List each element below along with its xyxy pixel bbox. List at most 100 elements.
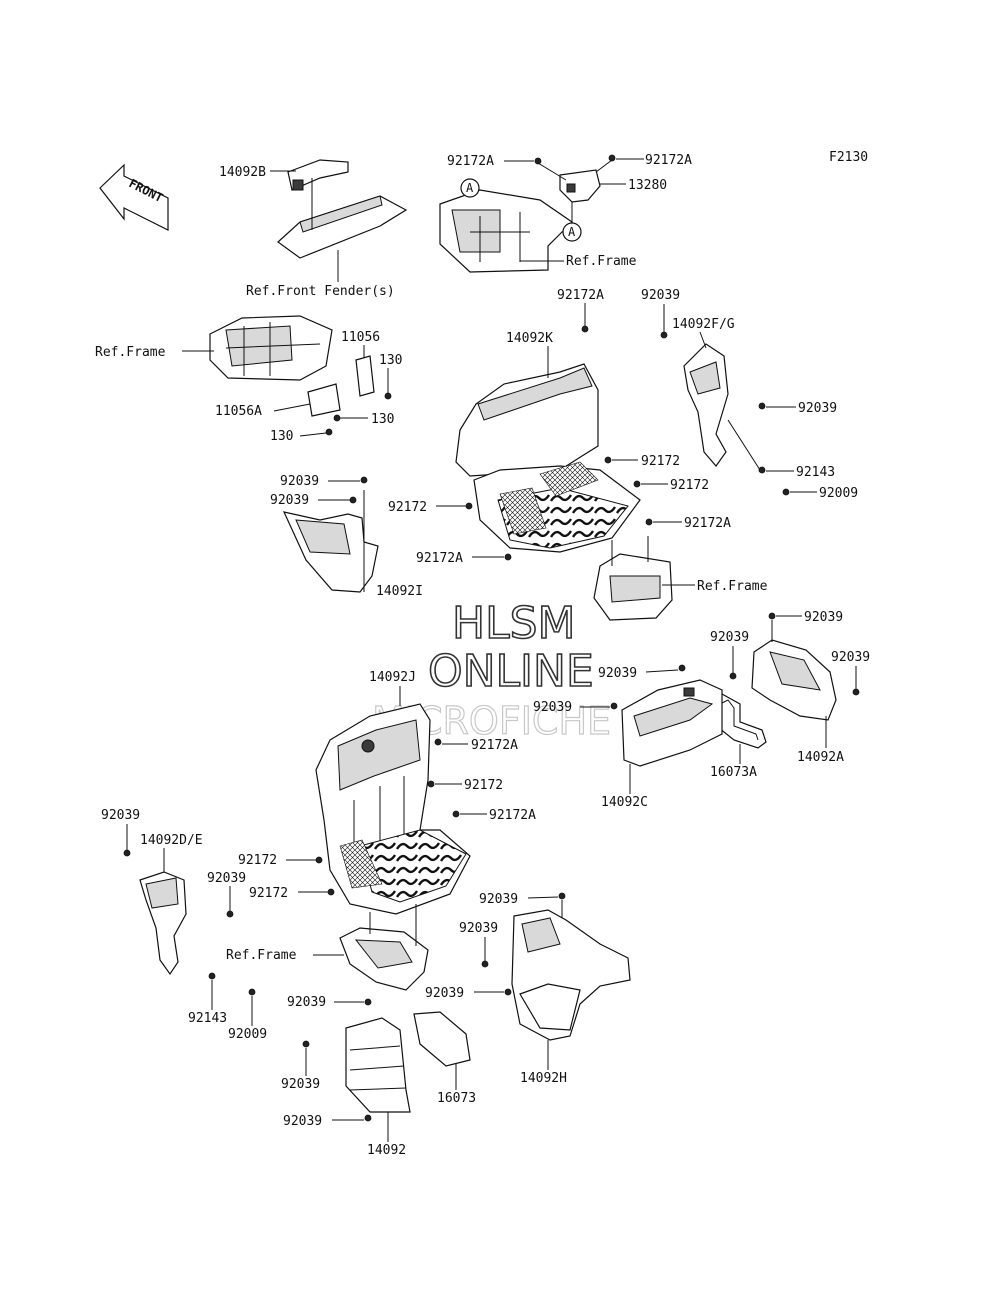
left-rear-panel-14092DE	[139, 871, 187, 976]
label-130: 130	[270, 429, 293, 444]
svg-text:A: A	[466, 181, 474, 195]
label-14092C: 14092C	[601, 795, 648, 810]
right-rear-fender-14092A	[751, 639, 837, 721]
label-14092D-E: 14092D/E	[140, 833, 203, 848]
leader-line	[527, 896, 559, 899]
seal-16073	[413, 1011, 471, 1067]
bolt-icon	[315, 856, 323, 864]
label-92009: 92009	[819, 486, 858, 501]
bolt-icon	[504, 988, 512, 996]
diagram-code: F2130	[829, 150, 868, 165]
bolt-icon	[248, 988, 256, 996]
bolt-icon	[427, 780, 435, 788]
label-92172: 92172	[249, 886, 288, 901]
label-16073A: 16073A	[710, 765, 757, 780]
bolt-icon	[481, 960, 489, 968]
label-92143: 92143	[188, 1011, 227, 1026]
left-frame-part	[209, 315, 392, 436]
svg-text:A: A	[568, 225, 576, 239]
label-ref-frame: Ref.Frame	[566, 254, 637, 269]
bolt-icon	[852, 688, 860, 696]
bolt-icon	[452, 810, 460, 818]
bolt-icon	[504, 553, 512, 561]
label-13280: 13280	[628, 178, 667, 193]
upper-floorboard-14092K	[455, 363, 641, 553]
bolt-icon	[633, 480, 641, 488]
label-92039: 92039	[479, 892, 518, 907]
label-92039: 92039	[101, 808, 140, 823]
label-ref-front-fender: Ref.Front Fender(s)	[246, 284, 395, 299]
label-14092F-G: 14092F/G	[672, 317, 735, 332]
bolt-icon	[226, 910, 234, 918]
label-92039: 92039	[207, 871, 246, 886]
bolt-icon	[327, 888, 335, 896]
front-fender-cover-part	[277, 159, 408, 282]
label-ref-frame: Ref.Frame	[95, 345, 166, 360]
label-92143: 92143	[796, 465, 835, 480]
label-92172: 92172	[238, 853, 277, 868]
label-92172A: 92172A	[447, 154, 494, 169]
bolt-icon	[782, 488, 790, 496]
bolt-icon	[208, 972, 216, 980]
label-92039: 92039	[425, 986, 464, 1001]
label-92172A: 92172A	[645, 153, 692, 168]
lower-frame-part	[339, 904, 429, 991]
bolt-icon	[678, 664, 686, 672]
bolt-icon	[645, 518, 653, 526]
leader-line	[273, 403, 311, 412]
label-ref-frame: Ref.Frame	[226, 948, 297, 963]
label-92172: 92172	[641, 454, 680, 469]
label-14092K: 14092K	[506, 331, 553, 346]
bolt-icon	[660, 331, 668, 339]
label-92039: 92039	[598, 666, 637, 681]
right-side-panel-14092FG	[683, 343, 729, 467]
bolt-icon	[581, 325, 589, 333]
label-92039: 92039	[533, 700, 572, 715]
label-14092H: 14092H	[520, 1071, 567, 1086]
svg-text:ONLINE: ONLINE	[428, 646, 594, 697]
rear-cover-14092	[345, 1017, 411, 1113]
label-11056A: 11056A	[215, 404, 262, 419]
label-92039: 92039	[641, 288, 680, 303]
bolt-icon	[123, 849, 131, 857]
bolt-icon	[349, 496, 357, 504]
label-16073: 16073	[437, 1091, 476, 1106]
label-92172A: 92172A	[416, 551, 463, 566]
bolt-icon	[729, 672, 737, 680]
center-frame-part	[593, 536, 673, 621]
label-92039: 92039	[280, 474, 319, 489]
label-92039: 92039	[281, 1077, 320, 1092]
bolt-icon	[434, 738, 442, 746]
bolt-icon	[604, 456, 612, 464]
right-cover-14092C	[621, 679, 723, 767]
left-fender-panel-14092I	[282, 511, 379, 593]
label-92009: 92009	[228, 1027, 267, 1042]
leader-line	[645, 669, 679, 673]
label-92039: 92039	[804, 610, 843, 625]
bolt-icon	[360, 476, 368, 484]
frame-bracket-part	[439, 154, 626, 273]
label-92039: 92039	[283, 1114, 322, 1129]
lower-floorboard-14092J	[315, 703, 471, 915]
label-14092B: 14092B	[219, 165, 266, 180]
bolt-icon	[302, 1040, 310, 1048]
bolt-icon	[768, 612, 776, 620]
bolt-icon	[364, 998, 372, 1006]
label-92172: 92172	[670, 478, 709, 493]
label-92039: 92039	[831, 650, 870, 665]
label-92172A: 92172A	[557, 288, 604, 303]
bolt-icon	[364, 1114, 372, 1122]
leader-line	[299, 432, 327, 437]
label-14092J: 14092J	[369, 670, 416, 685]
label-11056: 11056	[341, 330, 380, 345]
label-92039: 92039	[710, 630, 749, 645]
label-92039: 92039	[287, 995, 326, 1010]
label-92039: 92039	[798, 401, 837, 416]
label-92172A: 92172A	[471, 738, 518, 753]
label-ref-frame: Ref.Frame	[697, 579, 768, 594]
label-92172A: 92172A	[684, 516, 731, 531]
label-14092A: 14092A	[797, 750, 844, 765]
label-130: 130	[379, 353, 402, 368]
circle-marker-a-2: A	[562, 222, 582, 242]
